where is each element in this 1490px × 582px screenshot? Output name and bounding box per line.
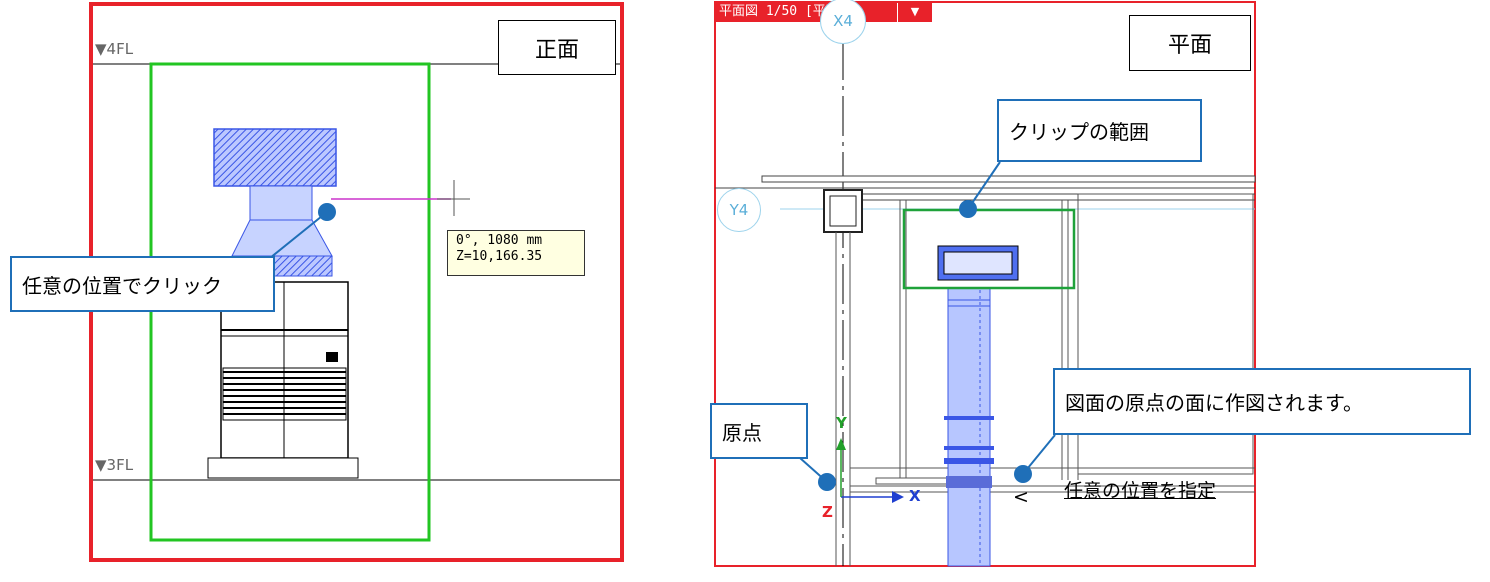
command-prompt: 任意の位置を指定 (1064, 480, 1217, 502)
front-view-drawing (89, 2, 624, 562)
plan-view-panel[interactable]: 平面図 1/50 [平面] ▼ X4 Y4 平面 クリップの範囲 原点 図面の原… (700, 0, 1490, 582)
prompt-arrow-icon: < (1013, 486, 1029, 508)
click-point-marker (318, 203, 336, 221)
clip-center-marker (959, 200, 977, 218)
floor-label-3fl: ▼3FL (95, 456, 134, 474)
origin-marker (818, 473, 836, 491)
view-tab-title[interactable]: 平面図 1/50 [平面] (715, 2, 897, 22)
plan-view-label: 平面 (1129, 15, 1251, 71)
drawing-plane-marker (1014, 465, 1032, 483)
axis-x-label: X (909, 487, 921, 505)
axis-y-label: Y (836, 414, 847, 432)
callout-click-anywhere: 任意の位置でクリック (10, 256, 275, 312)
coordinate-tooltip: 0°, 1080 mm Z=10,166.35 (447, 230, 585, 276)
axis-z-label: Z (822, 503, 833, 521)
tooltip-z-value: Z=10,166.35 (456, 249, 543, 264)
grid-bubble-y4: Y4 (717, 188, 761, 232)
callout-clip-range: クリップの範囲 (997, 99, 1202, 162)
grid-bubble-x4: X4 (820, 0, 866, 44)
floor-label-4fl: ▼4FL (95, 40, 134, 58)
plan-view-drawing (714, 1, 1256, 567)
front-view-panel[interactable]: ▼4FL ▼3FL 正面 0°, 1080 mm Z=10,166.35 任意の… (0, 0, 640, 582)
front-view-label: 正面 (498, 20, 616, 75)
view-tab-dropdown-icon[interactable]: ▼ (898, 2, 932, 22)
clip-box-plan (902, 208, 1076, 290)
callout-origin: 原点 (710, 403, 808, 459)
callout-drawing-plane: 図面の原点の面に作図されます。 (1053, 368, 1471, 435)
tooltip-angle-length: 0°, 1080 mm (456, 233, 543, 248)
